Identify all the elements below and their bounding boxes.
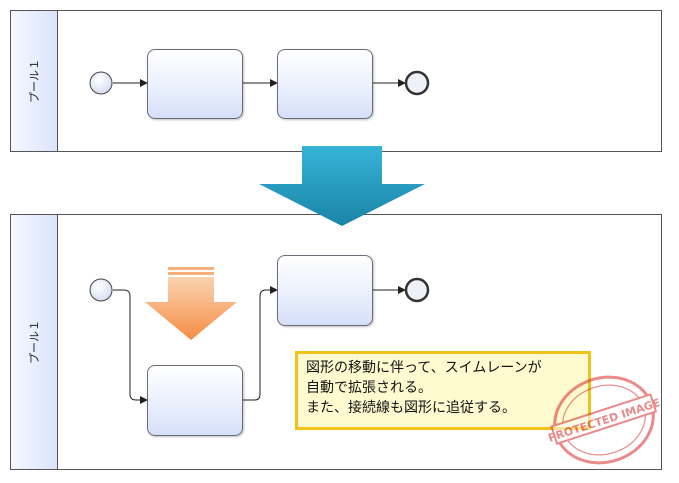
pool-before: プール１ bbox=[10, 10, 662, 152]
callout-line-1: 図形の移動に伴って、スイムレーンが bbox=[306, 360, 542, 376]
task-1-after-moved[interactable] bbox=[147, 365, 243, 436]
move-down-arrow bbox=[145, 267, 237, 340]
task-2-before[interactable] bbox=[277, 49, 373, 119]
start-event-after bbox=[89, 278, 113, 302]
start-event-before bbox=[89, 71, 113, 95]
protected-image-stamp: PROTECTED IMAGE bbox=[548, 375, 660, 465]
lane-header-before: プール１ bbox=[11, 11, 58, 151]
callout-line-3: また、接続線も図形に追従する。 bbox=[306, 400, 516, 416]
transition-arrow bbox=[259, 146, 425, 226]
callout-line-2: 自動で拡張される。 bbox=[306, 380, 432, 396]
connector-start-task1-after bbox=[113, 289, 148, 404]
connector-task1-task2-after bbox=[243, 286, 278, 401]
end-event-after bbox=[404, 277, 430, 303]
task-2-after[interactable] bbox=[277, 255, 373, 326]
svg-text:PROTECTED IMAGE: PROTECTED IMAGE bbox=[548, 396, 660, 445]
lane-header-after: プール１ bbox=[11, 215, 58, 469]
end-event-before bbox=[404, 70, 430, 96]
explanation-callout: 図形の移動に伴って、スイムレーンが 自動で拡張される。 また、接続線も図形に追従… bbox=[295, 351, 591, 430]
task-1-before[interactable] bbox=[147, 49, 243, 119]
